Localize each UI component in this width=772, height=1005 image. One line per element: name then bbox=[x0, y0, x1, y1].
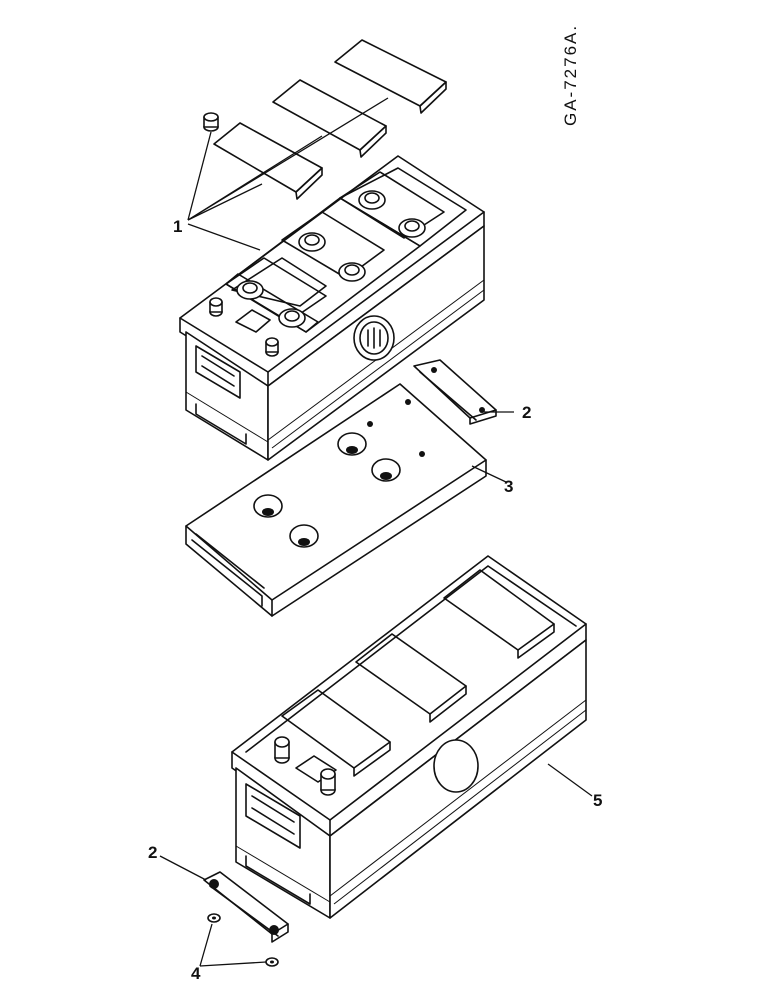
clamp-bracket-bottom bbox=[203, 871, 289, 943]
callout-1: 1 bbox=[173, 217, 182, 236]
callout-5: 5 bbox=[593, 791, 602, 810]
emblem-recess bbox=[433, 739, 479, 793]
leader-lines bbox=[159, 97, 593, 967]
cell-cover-plates bbox=[213, 39, 447, 200]
lower-battery bbox=[231, 555, 587, 919]
upper-battery bbox=[179, 155, 485, 461]
base-plate bbox=[185, 383, 487, 617]
clamp-bracket-top bbox=[413, 359, 497, 425]
callout-2-bottom: 2 bbox=[148, 843, 157, 862]
vent-plugs bbox=[236, 190, 426, 328]
plate-holes bbox=[253, 399, 425, 548]
callout-2-top: 2 bbox=[522, 403, 531, 422]
callout-3: 3 bbox=[504, 477, 513, 496]
drawing-code: GA-7276A. bbox=[561, 24, 580, 126]
callout-4: 4 bbox=[191, 964, 201, 983]
vent-cap bbox=[203, 112, 219, 132]
